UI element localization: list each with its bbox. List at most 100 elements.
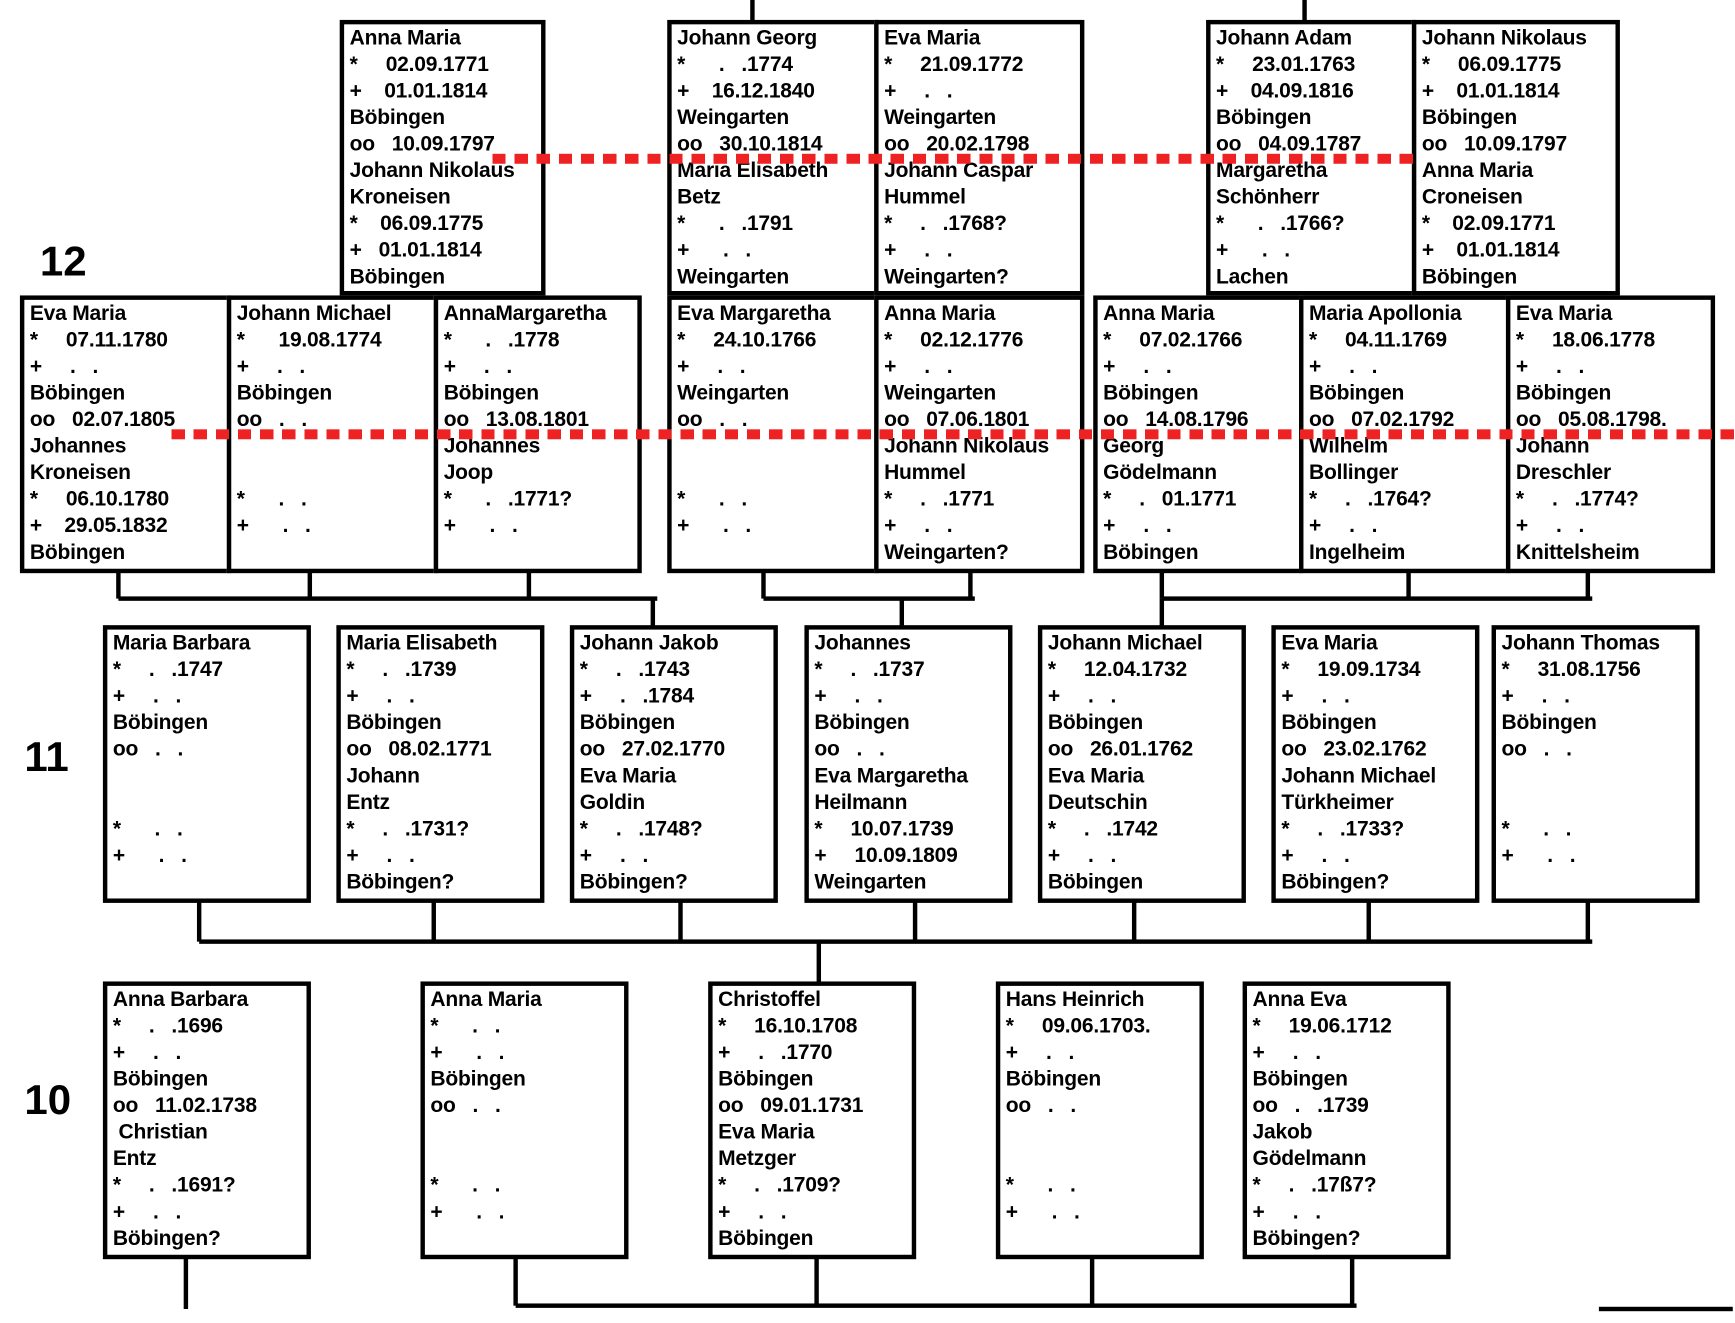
person-detail-line: * . .1691? [112,1173,236,1198]
person-detail-line: Johannes [29,434,127,459]
person-name: Johann Michael [236,302,392,326]
person-detail-line: * . .1764? [1308,487,1432,512]
connector-line [650,598,656,628]
person-detail-line: + 01.01.1814 [349,239,482,263]
person-detail-line: Böbingen [1308,381,1405,405]
connector-line [968,570,973,599]
connector-line [515,1303,1357,1308]
person-detail-line [430,1147,624,1174]
person-name: Christoffel [718,988,821,1012]
person-name: Johann Nikolaus [1421,26,1587,50]
person-detail-line: Johann Nikolaus [884,434,1049,459]
person-detail-line: Eva Maria [1047,764,1145,788]
person-detail-line: Böbingen [1515,381,1612,405]
person-detail-line: Christian [112,1120,208,1145]
person-detail-line: * . .1774? [1515,487,1639,512]
person-detail-line: Bollinger [1308,461,1399,485]
person-detail-line: * 09.06.1703. [1005,1014,1151,1038]
person-detail-line: oo . .1739 [1252,1094,1369,1118]
person-detail-line: Böbingen [579,711,675,735]
person-detail-line: + . . [1005,1041,1075,1065]
person-detail-line: Böbingen? [346,870,455,895]
person-detail-line: Weingarten [677,381,790,405]
person-detail-line: + . . [1252,1200,1321,1224]
person-detail-line: Weingarten [677,106,790,130]
person-detail-line: * . .1768? [884,212,1007,236]
person-detail-line: Böbingen? [112,1227,221,1251]
person-detail-line: Entz [112,1147,157,1171]
person-detail-line: Böbingen [346,711,442,735]
person-detail-line: + . . [1047,684,1117,709]
person-name: Maria Apollonia [1308,302,1462,326]
person-detail-line [113,871,307,898]
person-detail-line: * . .1709? [718,1173,841,1198]
person-detail-line: Böbingen? [1281,870,1390,895]
person-detail-line: oo 26.01.1762 [1047,738,1193,762]
person-detail-line: Böbingen [349,265,445,289]
person-detail-line: * . .1731? [346,817,470,841]
person-detail-line: oo 09.01.1731 [718,1094,864,1118]
person-detail-line: oo 14.08.1796 [1103,408,1249,432]
person-detail-line: Wilhelm [1308,434,1388,459]
person-detail-line [677,461,874,488]
person-detail-line: Böbingen [1047,870,1144,895]
person-detail-line: oo 10.09.1797 [349,132,495,157]
person-detail-line: * 02.09.1771 [349,53,489,77]
person-detail-line: * 02.09.1771 [1421,212,1556,236]
person-detail-line: Metzger [718,1147,797,1171]
person-name: AnnaMargaretha [443,302,607,326]
person-detail-line: oo . . [814,738,885,762]
person-detail-line: Weingarten [884,106,996,130]
person-detail-line: Johann Nikolaus [349,159,515,183]
person-detail-line: * . .1748? [579,817,703,841]
person-detail-line: oo . . [236,408,308,432]
person-detail-line: Böbingen [430,1067,526,1092]
person-detail-line: * 16.10.1708 [718,1014,858,1038]
person-name: Maria Barbara [112,631,251,656]
person-detail-line: Eva Margaretha [814,764,968,788]
person-name: Johann Thomas [1501,631,1661,656]
person-detail-line: + . .1770 [718,1041,833,1065]
person-detail-line: + 04.09.1816 [1216,79,1354,103]
person-detail-line: * 12.04.1732 [1047,658,1187,682]
connector-line [526,570,532,599]
person-detail-line: * . .1791 [677,212,793,236]
person-detail-line: + . . [1252,1041,1321,1065]
person-detail-line: * . .1774 [677,53,793,77]
person-detail-line: Böbingen [1005,1067,1101,1092]
person-detail-line: * . .1737 [814,658,925,682]
connector-line [431,900,436,942]
person-detail-line: Böbingen [29,381,126,405]
person-detail-line: Gödelmann [1103,461,1217,485]
person-detail-line [237,541,434,568]
person-detail-line: Böbingen [1047,711,1144,735]
person-detail-line [677,541,874,568]
person-name: Johann Michael [1047,631,1203,656]
connector-line [1366,900,1371,942]
person-detail-line: Weingarten [884,381,996,405]
person-detail-line: * . .1733? [1281,817,1404,841]
person-detail-line: oo . . [430,1094,501,1118]
person-detail-line: Georg [1103,434,1164,459]
person-detail-line: oo 10.09.1797 [1421,132,1567,157]
connector-line [1585,570,1591,599]
person-detail-line: + 29.05.1832 [29,514,168,538]
person-detail-line: Maria Elisabeth [677,159,829,183]
connector-line [1585,900,1591,942]
connector-line [118,596,658,601]
person-detail-line: Türkheimer [1281,791,1394,815]
person-detail-line: Böbingen [1421,265,1518,289]
person-detail-line [430,1121,624,1148]
person-detail-line [113,765,307,792]
person-detail-line: + . .1784 [579,684,694,709]
person-detail-line: + . . [1216,239,1290,263]
person-detail-line: + . . [1501,684,1570,709]
person-detail-line: Margaretha [1216,159,1328,183]
person-detail-line: Eva Maria [579,764,676,788]
